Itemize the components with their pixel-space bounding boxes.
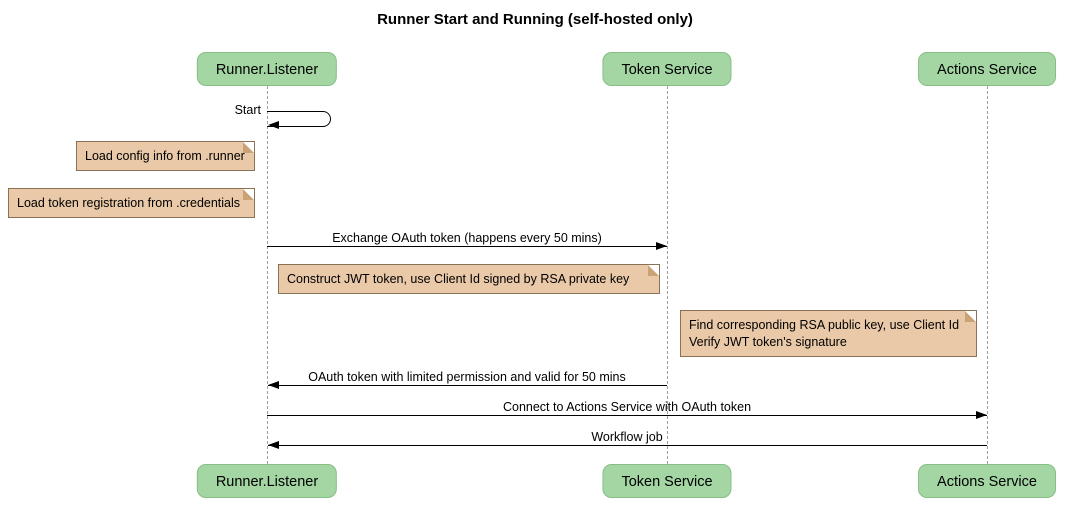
diagram-title: Runner Start and Running (self-hosted on… xyxy=(377,11,693,28)
participant-top-runner-listener: Runner.Listener xyxy=(196,52,338,86)
note-verify-jwt: Find corresponding RSA public key, use C… xyxy=(680,310,977,357)
note-text: Load config info from .runner xyxy=(85,149,245,163)
lifeline-actions-service xyxy=(987,86,988,464)
note-construct-jwt: Construct JWT token, use Client Id signe… xyxy=(278,264,660,294)
participant-top-actions-service: Actions Service xyxy=(918,52,1056,86)
participant-bottom-runner-listener: Runner.Listener xyxy=(196,464,338,498)
participant-bottom-actions-service: Actions Service xyxy=(918,464,1056,498)
message-label-exchange-oauth: Exchange OAuth token (happens every 50 m… xyxy=(332,231,602,245)
arrowhead-workflow-job xyxy=(268,441,279,449)
note-text: Load token registration from .credential… xyxy=(17,196,241,210)
lifeline-runner-listener xyxy=(267,86,268,464)
self-message-loop xyxy=(267,111,331,127)
participant-bottom-token-service: Token Service xyxy=(602,464,732,498)
note-text-line2: Verify JWT token's signature xyxy=(689,335,847,349)
arrowhead-oauth-token-return xyxy=(268,381,279,389)
message-line-connect-actions xyxy=(267,415,987,416)
message-label-oauth-token-return: OAuth token with limited permission and … xyxy=(308,370,626,384)
note-load-token-registration: Load token registration from .credential… xyxy=(8,188,255,218)
message-label-workflow-job: Workflow job xyxy=(591,430,663,444)
note-text-line1: Find corresponding RSA public key, use C… xyxy=(689,318,960,332)
message-line-workflow-job xyxy=(268,445,987,446)
note-text: Construct JWT token, use Client Id signe… xyxy=(287,272,630,286)
message-line-oauth-token-return xyxy=(268,385,667,386)
message-label-connect-actions: Connect to Actions Service with OAuth to… xyxy=(502,400,752,414)
message-line-exchange-oauth xyxy=(267,246,667,247)
note-load-config: Load config info from .runner xyxy=(76,141,255,171)
arrowhead-connect-actions xyxy=(976,411,987,419)
arrowhead-exchange-oauth xyxy=(656,242,667,250)
arrowhead-start xyxy=(268,121,279,129)
message-label-start: Start xyxy=(234,103,261,117)
participant-top-token-service: Token Service xyxy=(602,52,732,86)
lifeline-token-service xyxy=(667,86,668,464)
